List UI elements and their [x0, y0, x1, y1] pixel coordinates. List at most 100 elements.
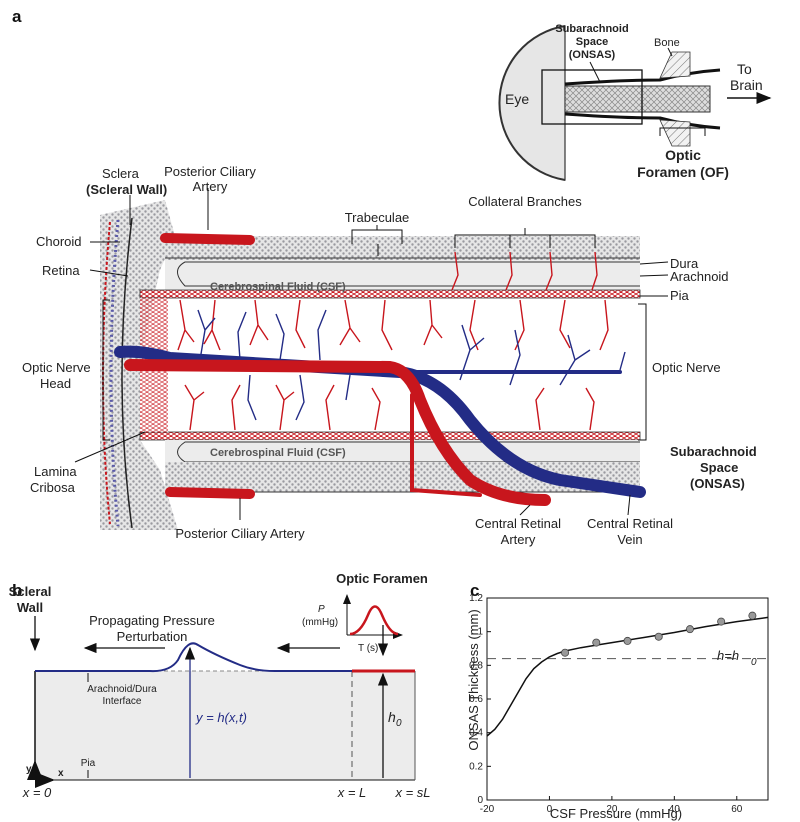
- inset-to-brain-2: Brain: [730, 77, 763, 93]
- data-point: [685, 625, 694, 634]
- y-tick-label: 0.6: [469, 694, 483, 705]
- y-tick-label: 1: [477, 627, 483, 638]
- inset-zoom-box: [541, 69, 643, 125]
- label-pia: Pia: [670, 288, 690, 303]
- model-curve-group: [486, 616, 769, 737]
- inset-bone-label: Bone: [654, 37, 680, 49]
- inset-optic-foramen-1: Optic: [665, 147, 701, 163]
- chart-ref-label-sub: 0: [751, 657, 757, 668]
- inset-subarachnoid-3: (ONSAS): [569, 49, 616, 61]
- b-scleral-2: Wall: [17, 600, 43, 615]
- label-dura: Dura: [670, 256, 699, 271]
- inset-subarachnoid-1: Subarachnoid: [555, 23, 628, 35]
- label-collateral-branches: Collateral Branches: [468, 194, 582, 209]
- bone-bottom: [659, 119, 691, 147]
- optic-nerve-diagram: Sclera (Scleral Wall) Posterior Ciliary …: [22, 164, 757, 547]
- label-choroid: Choroid: [36, 234, 82, 249]
- y-tick-label: 0.2: [469, 761, 483, 772]
- y-tick-label: 0.4: [469, 728, 483, 739]
- inset-optic-foramen-2: Foramen (OF): [637, 164, 729, 180]
- y-tick-label: 1.2: [469, 593, 483, 604]
- b-prop-2: Perturbation: [117, 629, 188, 644]
- bone-top: [659, 51, 691, 79]
- label-scleral-wall: (Scleral Wall): [86, 182, 167, 197]
- data-point: [561, 648, 570, 657]
- label-retina: Retina: [42, 263, 80, 278]
- label-onsas-3: (ONSAS): [690, 476, 745, 491]
- x-tick-label: 60: [731, 804, 743, 815]
- central-retinal-vein: [114, 345, 646, 498]
- inset-subarachnoid-2: Space: [576, 36, 608, 48]
- label-posterior-ciliary-top-2: Artery: [193, 179, 228, 194]
- b-x0: x = 0: [22, 785, 52, 800]
- chart-frame: [486, 597, 769, 801]
- b-h0-sub: 0: [396, 718, 402, 729]
- label-crv-1: Central Retinal: [587, 516, 673, 531]
- inset-optic-nerve: [564, 85, 711, 113]
- panel-c-label: c: [470, 581, 479, 600]
- b-xsL: x = sL: [394, 785, 430, 800]
- label-cra-2: Artery: [501, 532, 536, 547]
- interface-wave: [35, 642, 352, 673]
- b-y-eq: y = h(x,t): [195, 710, 247, 725]
- panel-b-model: Scleral Wall Optic Foramen P (mmHg) T (s…: [9, 571, 431, 800]
- pia-top: [139, 289, 641, 299]
- label-posterior-ciliary-top-1: Posterior Ciliary: [164, 164, 256, 179]
- label-cra-1: Central Retinal: [475, 516, 561, 531]
- x-tick-label: 0: [547, 804, 553, 815]
- label-optic-nerve-head-1: Optic Nerve: [22, 360, 91, 375]
- data-point: [592, 638, 601, 647]
- inset-eye-label: Eye: [505, 91, 529, 107]
- b-t-label: T (s): [358, 643, 378, 654]
- b-axis-y: y: [26, 764, 32, 775]
- posterior-ciliary-artery-top: [160, 233, 255, 245]
- b-p-label: P: [318, 604, 325, 615]
- label-crv-2: Vein: [617, 532, 642, 547]
- data-point: [654, 632, 663, 641]
- label-optic-nerve: Optic Nerve: [652, 360, 721, 375]
- b-arach-2: Interface: [103, 696, 142, 707]
- chart-xlabel: CSF Pressure (mmHg): [550, 806, 682, 821]
- label-lamina-1: Lamina: [34, 464, 77, 479]
- label-onsas-1: Subarachnoid: [670, 444, 757, 459]
- panel-b-label: b: [12, 581, 22, 600]
- x-tick-label: -20: [480, 804, 495, 815]
- b-axis-x: x: [58, 768, 64, 779]
- data-point: [623, 636, 632, 645]
- label-trabeculae: Trabeculae: [345, 210, 410, 225]
- label-lamina-2: Cribosa: [30, 480, 76, 495]
- label-onsas-2: Space: [700, 460, 738, 475]
- label-posterior-ciliary-bottom: Posterior Ciliary Artery: [175, 526, 305, 541]
- chart-ref-label: h=h: [717, 648, 739, 663]
- data-point: [748, 611, 757, 620]
- b-p-unit: (mmHg): [302, 617, 338, 628]
- posterior-ciliary-artery-bottom: [165, 487, 255, 499]
- b-arach-1: Arachnoid/Dura: [87, 684, 157, 695]
- x-tick-label: 20: [606, 804, 618, 815]
- b-optic-foramen: Optic Foramen: [336, 571, 428, 586]
- panel-a-label: a: [12, 7, 22, 26]
- b-pia: Pia: [81, 758, 96, 769]
- inset-eye-diagram: Eye Subarachnoid Space (ONSAS) Bone To B…: [498, 23, 772, 181]
- venous-branches: [197, 309, 626, 421]
- y-tick-label: 0: [477, 795, 483, 806]
- chart-axes: [486, 597, 769, 801]
- data-point: [717, 617, 726, 626]
- label-arachnoid: Arachnoid: [670, 269, 729, 284]
- label-optic-nerve-head-2: Head: [40, 376, 71, 391]
- chart-ylabel: ONSAS Thickness (mm): [466, 609, 481, 750]
- collateral-vessels: [451, 251, 598, 291]
- pia-bottom: [139, 431, 641, 441]
- x-tick-label: 40: [669, 804, 681, 815]
- b-prop-1: Propagating Pressure: [89, 613, 215, 628]
- b-h0: h: [388, 709, 396, 725]
- data-points-group: [561, 611, 757, 657]
- pressure-pulse: [349, 605, 399, 636]
- csf-bottom: [165, 440, 640, 462]
- model-curve: [486, 616, 769, 737]
- inset-to-brain-1: To: [737, 61, 752, 77]
- b-scleral-1: Scleral: [9, 584, 52, 599]
